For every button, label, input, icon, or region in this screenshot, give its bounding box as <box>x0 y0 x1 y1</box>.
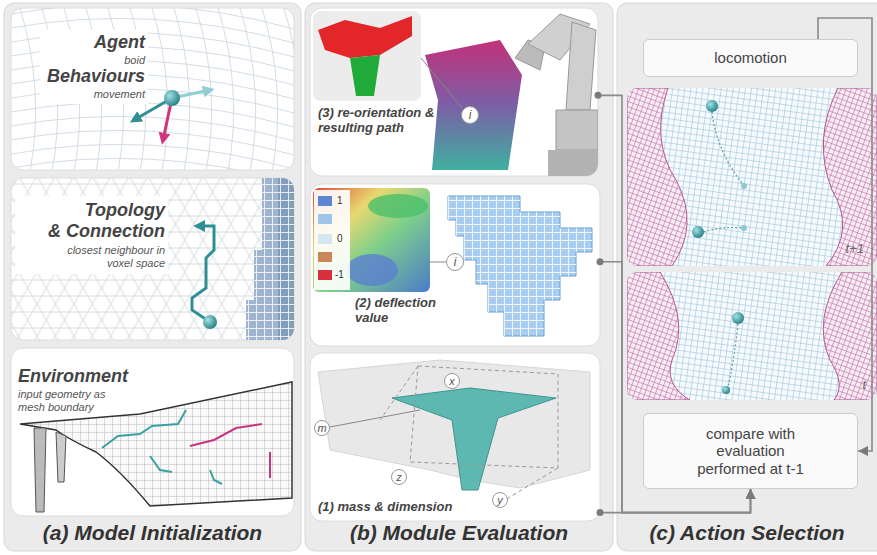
legend-text: 1 <box>337 195 343 206</box>
card-title: Agent <box>15 32 145 53</box>
agent-illustration <box>11 8 294 170</box>
card-title: Topology <box>15 200 165 221</box>
step-illustration <box>627 272 877 400</box>
card-ground <box>11 348 294 516</box>
callout-letter: z <box>391 469 407 485</box>
card-ground <box>11 178 294 340</box>
card: (3) re-orientation & resulting path <box>310 8 598 176</box>
card-title: Behaviours <box>15 66 145 87</box>
panel-ground <box>617 3 877 551</box>
callout-letter: i <box>461 106 479 124</box>
card-subtitle: movement <box>15 88 145 101</box>
box-text: compare with evaluation performed at t-1 <box>688 425 813 477</box>
module-title: (3) re-orientation & resulting path <box>318 106 458 136</box>
card-ground <box>310 8 598 176</box>
legend-text: -1 <box>335 269 344 280</box>
panel-heading: (b) Module Evaluation <box>305 521 613 545</box>
step-illustration <box>627 88 877 266</box>
callout-letter: y <box>492 492 508 508</box>
card-title: & Connection <box>15 221 165 242</box>
callout-letter: m <box>314 420 330 436</box>
panel-heading: (a) Model Initialization <box>4 521 301 545</box>
process-box: locomotion <box>643 39 858 77</box>
card-ground <box>11 8 294 170</box>
reorientation-illustration <box>313 11 598 176</box>
joint-dot <box>597 509 604 516</box>
joint-dot <box>595 92 602 99</box>
connector-arrow <box>600 489 751 513</box>
callout-letter: i <box>446 253 464 271</box>
module-title: (1) mass & dimension <box>318 500 518 515</box>
card-subtitle: boid <box>15 54 145 67</box>
panel: (c) Action Selection locomotion compare wi… <box>617 3 877 551</box>
deflection-illustration <box>313 188 600 340</box>
panel-heading: (c) Action Selection <box>617 521 877 545</box>
card: Environmentinput geometry as mesh bounda… <box>11 348 294 516</box>
card-ground <box>310 353 600 521</box>
topology-illustration <box>11 178 294 340</box>
step-label: t <box>850 376 866 392</box>
card: AgentboidBehavioursmovement <box>11 8 294 170</box>
mass-illustration <box>318 360 590 500</box>
card: Topology& Connectionclosest neighbour in… <box>11 178 294 340</box>
process-box: compare with evaluation performed at t-1 <box>643 413 858 489</box>
card-subtitle: closest neighbour in voxel space <box>65 244 165 269</box>
card-title: Environment <box>18 366 188 387</box>
panel-grounds <box>4 3 877 551</box>
card-grounds <box>11 8 600 521</box>
legend-swatch <box>318 196 332 206</box>
legend-swatch <box>318 234 332 244</box>
callout-letter: x <box>444 373 460 389</box>
panel-ground <box>305 3 613 551</box>
panel: (b) Module Evaluation (3) re-orientation … <box>305 3 613 551</box>
card-subtitle: input geometry as mesh boundary <box>18 388 126 413</box>
legend-swatch <box>318 270 332 280</box>
panel-ground <box>4 3 301 551</box>
step-label: t+1 <box>832 240 864 256</box>
joint-dot <box>597 258 604 265</box>
module-title: (2) deflection value <box>355 296 470 326</box>
panel: (a) Model Initialization AgentboidBehavio… <box>4 3 301 551</box>
card-ground <box>310 184 600 346</box>
legend-text: 0 <box>337 233 343 244</box>
box-text: locomotion <box>714 49 787 66</box>
connector-arrow <box>818 18 872 451</box>
